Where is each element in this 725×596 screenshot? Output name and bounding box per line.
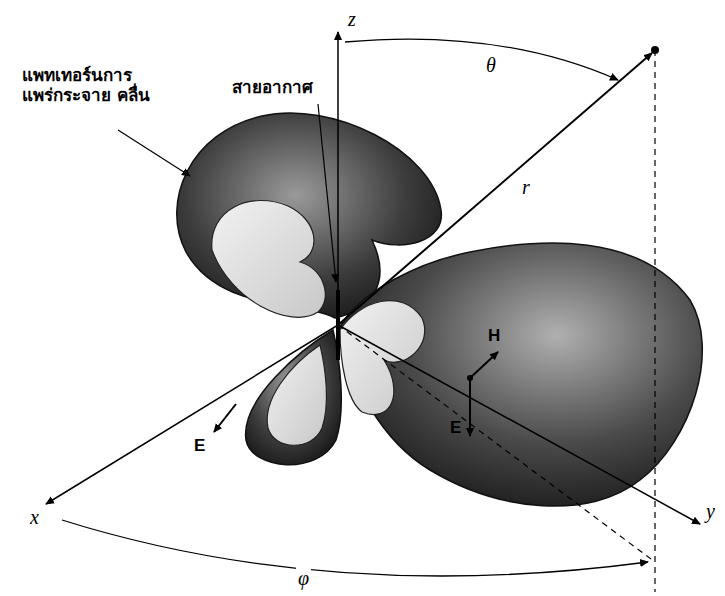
vector-label: E bbox=[450, 418, 461, 438]
vector-label: E bbox=[194, 436, 205, 456]
pattern-lobe bbox=[338, 243, 702, 506]
axis-label: z bbox=[346, 8, 358, 31]
phi-arc bbox=[62, 520, 648, 576]
vector-label: H bbox=[488, 326, 500, 346]
e-field-vector bbox=[469, 378, 471, 436]
theta-arc bbox=[345, 39, 618, 80]
vector-origin bbox=[467, 375, 473, 381]
y-axis bbox=[338, 325, 700, 524]
part-label: แพทเทอร์นการ แพร่กระจาย คลื่น bbox=[22, 66, 152, 105]
vector-label: r bbox=[520, 176, 532, 199]
x-axis bbox=[46, 325, 338, 504]
z-axis bbox=[337, 32, 339, 325]
part-label: สายอากาศ bbox=[232, 78, 313, 98]
pattern-lobe bbox=[246, 330, 342, 465]
angle-label: φ bbox=[296, 567, 311, 590]
angle-label: θ bbox=[484, 54, 498, 77]
axis-label: y bbox=[704, 500, 717, 523]
leader-line bbox=[118, 130, 190, 176]
axis-label: x bbox=[28, 506, 41, 529]
pattern-cut-face bbox=[212, 200, 326, 317]
h-field-vector bbox=[470, 352, 498, 378]
e-field-vector bbox=[214, 404, 236, 432]
pattern-cut-face bbox=[267, 345, 326, 445]
leader-line bbox=[318, 104, 336, 282]
projection-line bbox=[338, 325, 655, 562]
radius-vector bbox=[338, 53, 652, 325]
projection-line bbox=[654, 50, 655, 592]
